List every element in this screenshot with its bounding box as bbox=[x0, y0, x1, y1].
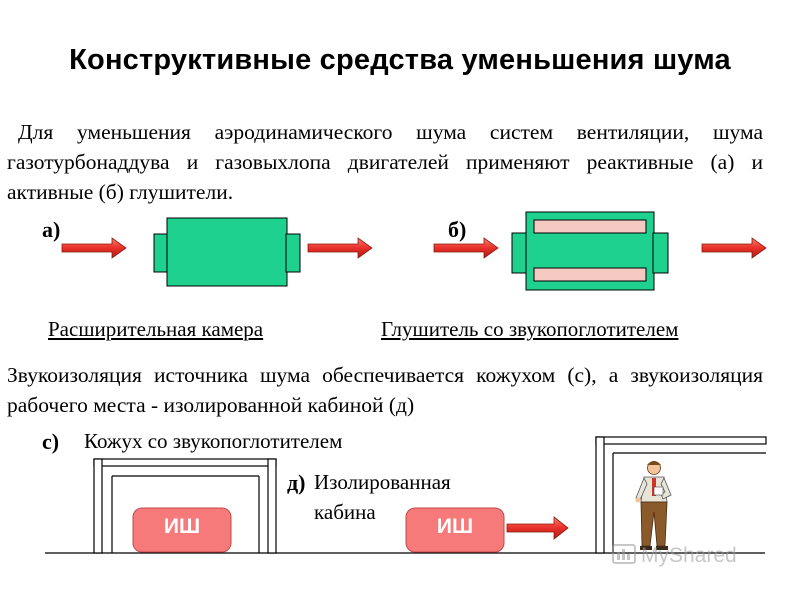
arrow-in-a bbox=[61, 237, 127, 259]
isolated-cabin-source bbox=[405, 507, 569, 553]
noise-source-label-2: ИШ bbox=[436, 515, 474, 538]
watermark: MyShared bbox=[612, 544, 737, 567]
arrow-to-cabin bbox=[506, 516, 569, 540]
absorber-top bbox=[533, 219, 647, 234]
isolated-cabin bbox=[595, 436, 767, 554]
worker-figure bbox=[635, 461, 672, 550]
label-a: а) bbox=[42, 217, 61, 242]
pipe-right-b bbox=[652, 232, 669, 274]
chamber-body-a bbox=[166, 217, 288, 287]
caption-cabin-line1: Изолированная bbox=[314, 470, 451, 494]
pipe-left-b bbox=[511, 232, 528, 274]
pipe-right-a bbox=[285, 233, 301, 273]
watermark-text: MyShared bbox=[641, 544, 737, 567]
label-c: с) bbox=[42, 429, 60, 454]
noise-source-box-2 bbox=[405, 507, 505, 553]
arrow-in-b bbox=[433, 237, 499, 259]
intro-paragraph: Для уменьшения аэродинамического шума си… bbox=[7, 120, 763, 204]
pipe-left-a bbox=[153, 233, 169, 273]
caption-cabin-line2: кабина bbox=[314, 500, 376, 524]
arrow-out-a bbox=[307, 237, 373, 259]
enclosure-diagram bbox=[93, 458, 277, 554]
caption-expansion-chamber: Расширительная камера bbox=[48, 317, 264, 341]
caption-enclosure: Кожух со звукопоглотителем bbox=[84, 429, 343, 453]
noise-source-label-1: ИШ bbox=[163, 515, 201, 538]
page-title: Конструктивные средства уменьшения шума bbox=[69, 44, 731, 76]
caption-absorber-silencer: Глушитель со звукопоглотителем bbox=[381, 317, 679, 341]
label-d: д) bbox=[287, 470, 306, 495]
absorber-bottom bbox=[533, 267, 647, 282]
arrow-out-b bbox=[701, 237, 767, 259]
label-b: б) bbox=[448, 217, 467, 242]
absorber-silencer-diagram bbox=[433, 211, 767, 291]
expansion-chamber-diagram bbox=[61, 217, 373, 287]
noise-source-box-1 bbox=[132, 507, 232, 553]
isolation-paragraph: Звукоизоляция источника шума обеспечивае… bbox=[7, 363, 763, 417]
watermark-logo-icon bbox=[612, 544, 636, 564]
